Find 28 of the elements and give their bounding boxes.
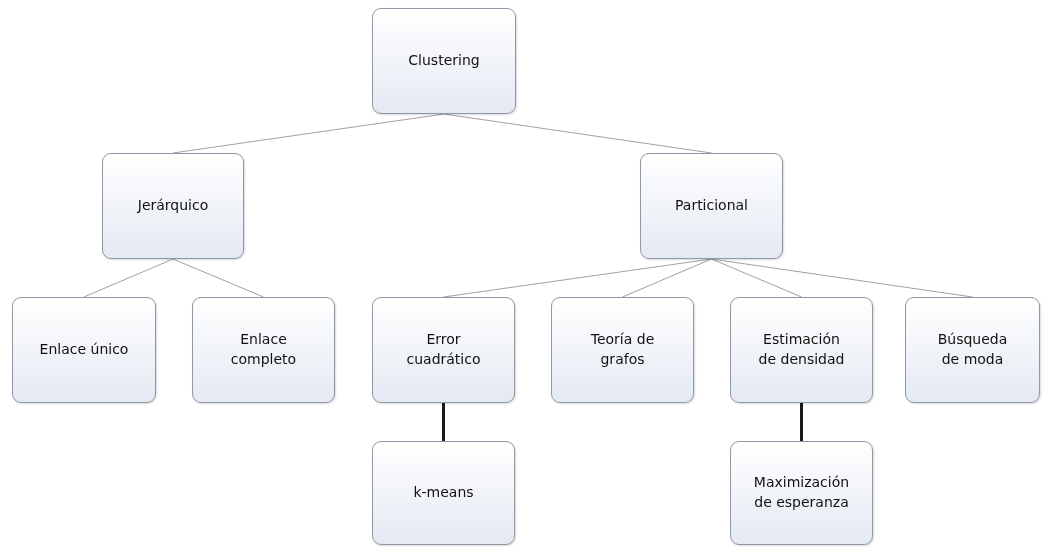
category-box (551, 297, 694, 403)
category-box (102, 153, 244, 259)
category-box (372, 8, 516, 114)
node-label: Clustering (408, 51, 480, 71)
node-label: Jerárquico (137, 196, 209, 216)
connector-line (711, 258, 802, 298)
connector-line (83, 258, 174, 298)
category-box (192, 297, 335, 403)
connector-line (800, 403, 803, 441)
connector-line (622, 258, 712, 298)
node-label: Enlace completo (229, 330, 298, 369)
category-box (12, 297, 156, 403)
node-label: Estimación de densidad (757, 330, 846, 369)
node-label: Error cuadrático (405, 330, 482, 369)
node-label: Maximización de esperanza (753, 473, 850, 512)
node-label: Enlace único (39, 340, 129, 360)
category-box (730, 441, 873, 545)
node-label: Particional (675, 196, 748, 216)
category-box (730, 297, 873, 403)
node-label: Teoría de grafos (589, 330, 656, 369)
category-box (640, 153, 783, 259)
connector-line (172, 258, 264, 298)
node-label: Búsqueda de moda (936, 330, 1009, 369)
node-label: k-means (413, 483, 474, 503)
category-box (372, 441, 515, 545)
category-box (372, 297, 515, 403)
connector-line (442, 403, 445, 441)
category-box (905, 297, 1040, 403)
